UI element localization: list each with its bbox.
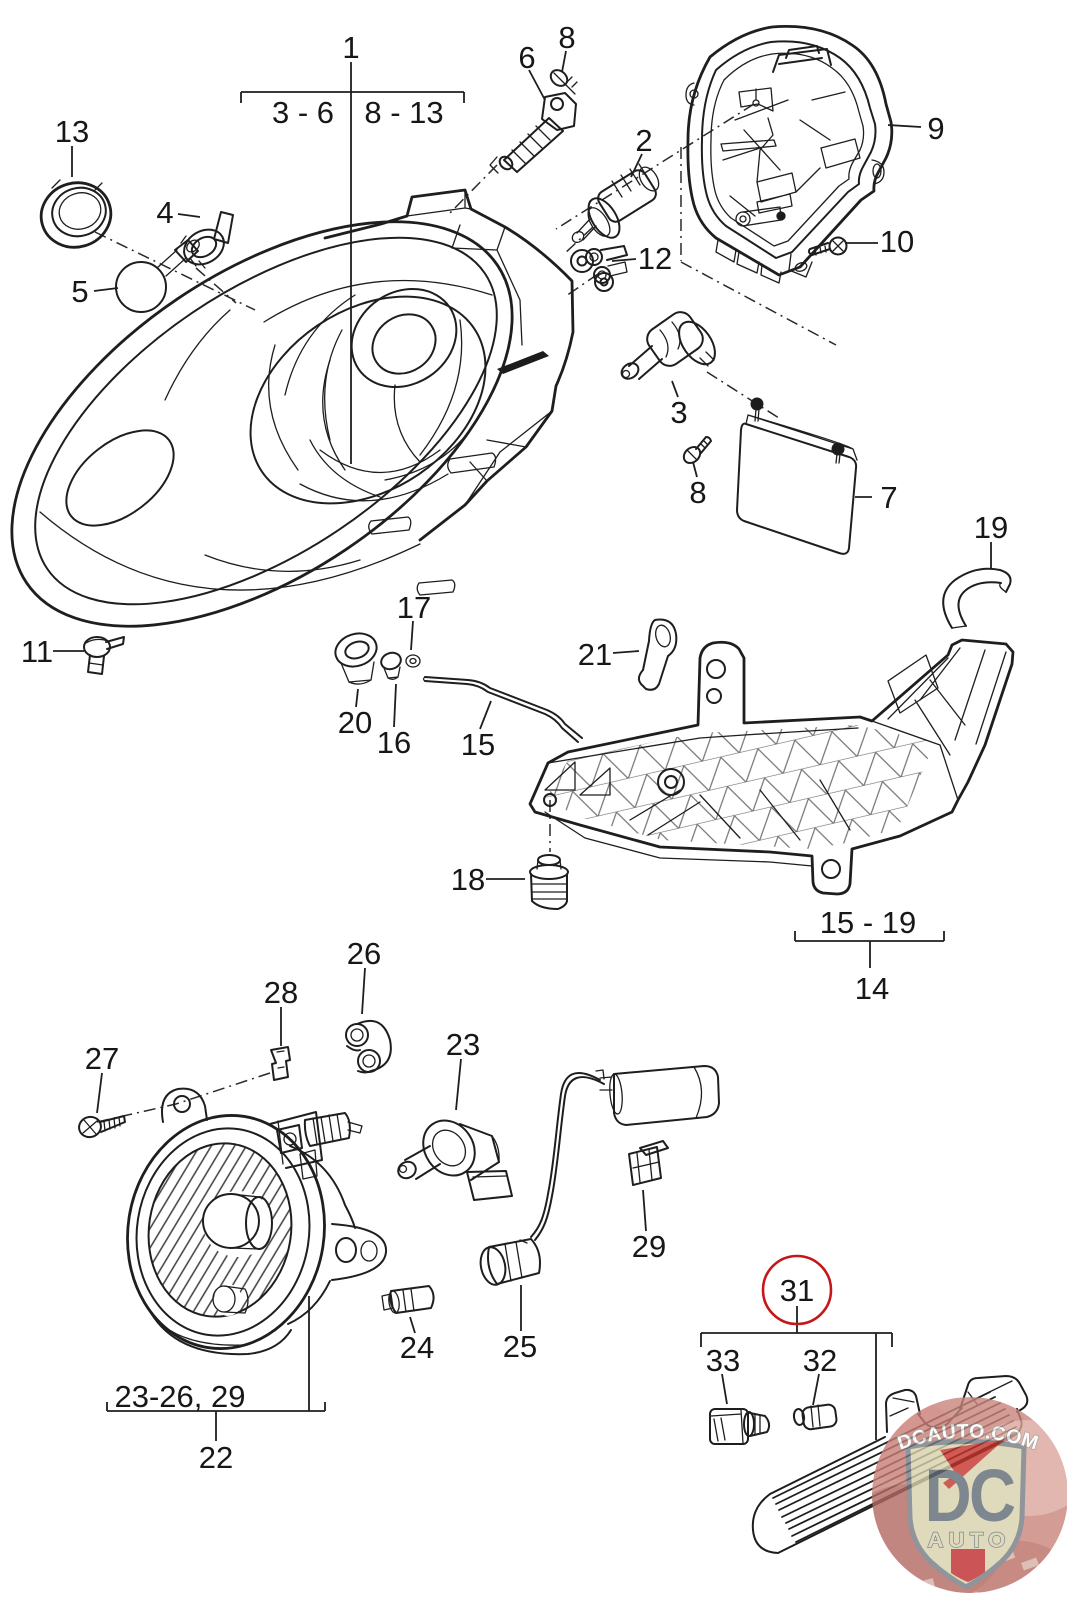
svg-text:8: 8 [558,20,575,55]
svg-text:AUTO: AUTO [927,1528,1010,1551]
svg-text:33: 33 [706,1343,740,1378]
svg-text:8 - 13: 8 - 13 [364,95,443,130]
svg-text:23-26, 29: 23-26, 29 [115,1379,246,1414]
svg-text:6: 6 [518,40,535,75]
svg-text:16: 16 [377,725,411,760]
svg-text:18: 18 [451,862,485,897]
svg-text:3 - 6: 3 - 6 [272,95,334,130]
svg-text:31: 31 [780,1273,814,1308]
svg-text:DC: DC [925,1454,1015,1537]
svg-text:4: 4 [156,195,173,230]
svg-text:17: 17 [397,590,431,625]
svg-text:2: 2 [635,123,652,158]
svg-text:3: 3 [670,395,687,430]
svg-text:13: 13 [55,114,89,149]
svg-text:15 - 19: 15 - 19 [820,905,917,940]
svg-text:25: 25 [503,1329,537,1364]
svg-text:1: 1 [342,30,359,65]
svg-text:23: 23 [446,1027,480,1062]
svg-text:24: 24 [400,1330,434,1365]
svg-text:11: 11 [21,634,53,669]
svg-text:20: 20 [338,705,372,740]
svg-text:29: 29 [632,1229,666,1264]
svg-text:12: 12 [638,241,672,276]
svg-text:7: 7 [880,480,897,515]
svg-text:26: 26 [347,936,381,971]
svg-text:14: 14 [855,971,889,1006]
svg-text:21: 21 [578,637,612,672]
svg-text:19: 19 [974,510,1008,545]
svg-text:9: 9 [927,111,944,146]
svg-text:32: 32 [803,1343,837,1378]
svg-text:27: 27 [85,1041,119,1076]
svg-text:5: 5 [71,274,88,309]
svg-text:28: 28 [264,975,298,1010]
svg-text:10: 10 [880,224,914,259]
svg-text:8: 8 [689,475,706,510]
svg-text:22: 22 [199,1440,233,1475]
svg-text:15: 15 [461,727,495,762]
